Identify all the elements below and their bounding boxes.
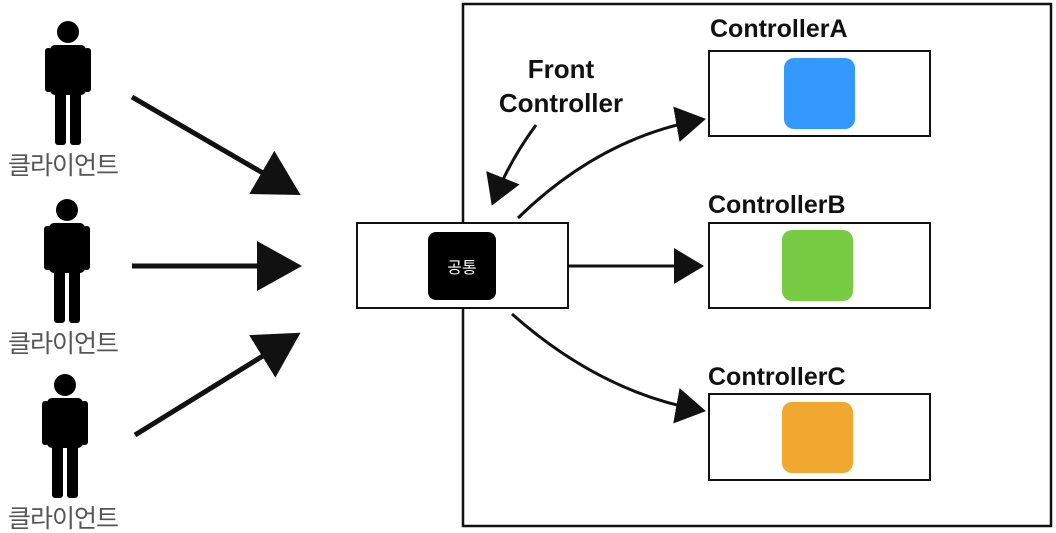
client-label-2: 클라이언트 [8,329,119,358]
controller-a-square [784,58,855,129]
controller-c-title: ControllerC [708,363,846,391]
front-controller-label-line1: Front [527,54,595,84]
front-controller-pointer-arrow [486,124,538,206]
person-icon-3 [42,374,88,498]
client-arrow-3 [133,332,301,438]
dispatch-arrow-a [516,106,706,220]
common-block: 공통 [428,232,496,300]
dispatch-arrow-c [511,312,706,424]
client-label-1: 클라이언트 [8,151,119,180]
front-controller-label-line2: Controller [498,88,624,118]
front-controller-label: Front Controller [490,52,632,120]
controller-b-title: ControllerB [708,191,846,219]
controller-a-title: ControllerA [710,15,848,43]
person-icon-2 [44,199,90,323]
client-label-3: 클라이언트 [8,504,119,533]
client-arrow-1 [130,94,301,196]
controller-b-square [782,230,853,301]
controller-c-square [782,402,853,473]
person-icon-1 [45,21,91,145]
